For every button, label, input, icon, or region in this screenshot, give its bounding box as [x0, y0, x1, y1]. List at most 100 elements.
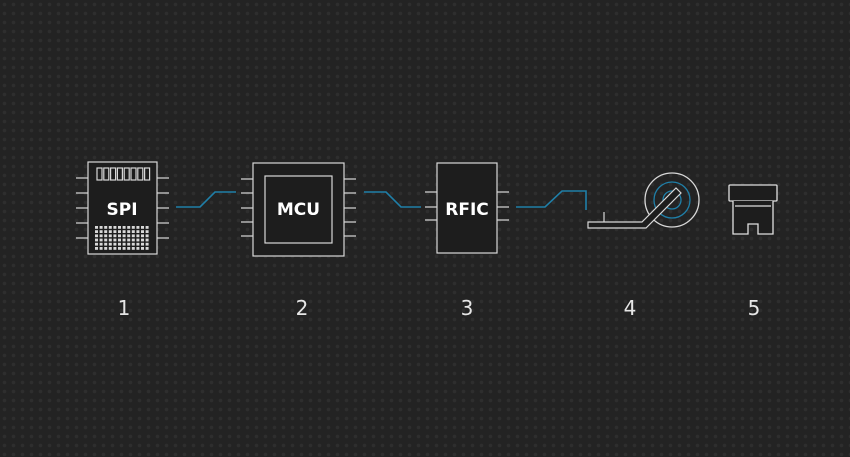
memory-grid-cell	[99, 230, 103, 233]
memory-grid-cell	[127, 247, 131, 250]
memory-grid-cell	[141, 242, 144, 246]
mcu-die	[264, 175, 333, 244]
microcontroller-icon	[241, 162, 356, 257]
rfic-pins	[425, 191, 509, 221]
rf-chip-icon	[425, 162, 509, 254]
memory-grid-cell	[122, 230, 126, 233]
memory-grid-cell	[131, 230, 135, 233]
memory-cell	[116, 167, 124, 181]
memory-grid-cell	[122, 226, 126, 229]
memory-grid-cell	[118, 226, 121, 229]
memory-grid-cell	[131, 234, 135, 238]
memory-grid-cell	[108, 247, 112, 250]
memory-grid-cell	[118, 230, 121, 233]
memory-grid-cell	[131, 247, 135, 250]
flash-memory-chip-icon	[76, 161, 169, 255]
memory-grid-cell	[95, 242, 98, 246]
step-number-1: 1	[117, 296, 131, 320]
trace-rfic-antenna	[516, 190, 587, 210]
memory-grid-cell	[127, 226, 131, 229]
memory-grid-cell	[122, 234, 126, 238]
memory-grid-cell	[145, 226, 149, 229]
memory-grid-cell	[108, 238, 112, 242]
antenna-wave-inner	[662, 190, 682, 210]
usb-receiver-cap	[728, 184, 778, 202]
memory-grid-cell	[136, 247, 140, 250]
memory-grid-cell	[118, 242, 121, 246]
memory-grid-cell	[141, 230, 144, 233]
step-number-3: 3	[460, 296, 474, 320]
memory-grid-cell	[99, 226, 103, 229]
antenna-wave-middle	[653, 181, 691, 219]
memory-grid-cell	[113, 242, 117, 246]
rfic-chip-body	[436, 162, 498, 254]
memory-grid-cell	[145, 230, 149, 233]
antenna-trace	[587, 187, 682, 229]
memory-grid-cell	[99, 247, 103, 250]
memory-grid-cell	[113, 234, 117, 238]
memory-grid-cell	[99, 234, 103, 238]
step-number-2: 2	[295, 296, 309, 320]
spi-memory-grid	[95, 226, 149, 250]
memory-grid-cell	[118, 238, 121, 242]
memory-grid-cell	[113, 238, 117, 242]
memory-grid-cell	[136, 238, 140, 242]
memory-cell	[103, 167, 110, 181]
memory-grid-cell	[141, 238, 144, 242]
mcu-chip-body	[252, 162, 345, 257]
memory-grid-cell	[131, 226, 135, 229]
memory-cell	[130, 167, 137, 181]
step-number-5: 5	[747, 296, 761, 320]
memory-cell	[137, 167, 144, 181]
memory-grid-cell	[99, 242, 103, 246]
spi-label: SPI	[106, 200, 137, 220]
memory-grid-cell	[104, 234, 108, 238]
memory-cell	[123, 167, 130, 181]
rfic-label: RFIC	[445, 200, 489, 220]
memory-grid-cell	[108, 226, 112, 229]
memory-grid-cell	[104, 238, 108, 242]
memory-grid-cell	[104, 226, 108, 229]
mcu-label: MCU	[277, 200, 320, 220]
memory-grid-cell	[122, 247, 126, 250]
antenna-icon	[587, 172, 700, 229]
memory-grid-cell	[113, 226, 117, 229]
memory-grid-cell	[113, 230, 117, 233]
memory-grid-cell	[95, 238, 98, 242]
memory-grid-cell	[136, 242, 140, 246]
memory-grid-cell	[95, 230, 98, 233]
memory-grid-cell	[131, 238, 135, 242]
memory-grid-cell	[108, 234, 112, 238]
memory-grid-cell	[108, 242, 112, 246]
usb-receiver-plug	[732, 201, 774, 235]
memory-grid-cell	[104, 247, 108, 250]
memory-grid-cell	[122, 242, 126, 246]
memory-grid-cell	[141, 226, 144, 229]
memory-grid-cell	[95, 234, 98, 238]
memory-grid-cell	[145, 234, 149, 238]
trace-mcu-rfic	[364, 191, 421, 208]
memory-grid-cell	[108, 230, 112, 233]
memory-grid-cell	[118, 247, 121, 250]
memory-grid-cell	[99, 238, 103, 242]
antenna-wave-outer	[644, 172, 700, 228]
mcu-pins	[241, 178, 356, 237]
memory-grid-cell	[104, 230, 108, 233]
memory-grid-cell	[104, 242, 108, 246]
memory-grid-cell	[127, 238, 131, 242]
step-number-4: 4	[623, 296, 637, 320]
memory-grid-cell	[145, 247, 149, 250]
spi-pins	[76, 177, 169, 239]
memory-cell	[144, 167, 151, 181]
memory-grid-cell	[127, 242, 131, 246]
memory-grid-cell	[145, 238, 149, 242]
memory-grid-cell	[127, 230, 131, 233]
memory-grid-cell	[141, 247, 144, 250]
memory-grid-cell	[136, 234, 140, 238]
memory-grid-cell	[131, 242, 135, 246]
memory-grid-cell	[122, 238, 126, 242]
memory-cell	[109, 167, 117, 181]
spi-top-cells	[96, 167, 151, 181]
memory-grid-cell	[141, 234, 144, 238]
